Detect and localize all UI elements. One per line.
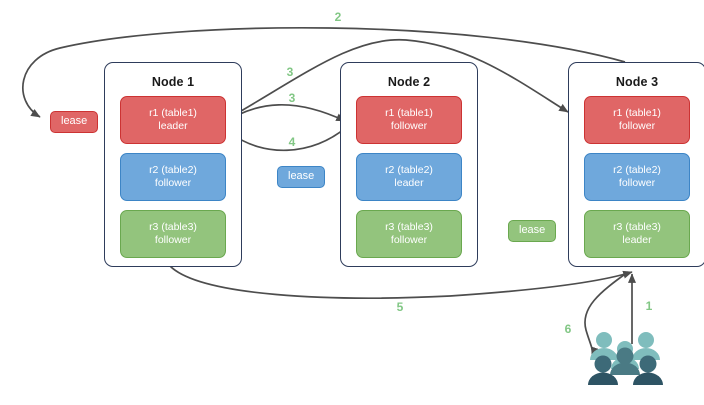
replica-role: leader: [622, 234, 652, 246]
replica-node-3-r2[interactable]: r2 (table2) follower: [584, 153, 690, 201]
replica-node-1-r1[interactable]: r1 (table1) leader: [120, 96, 226, 144]
replica-list-node-1: r1 (table1) leader r2 (table2) follower …: [120, 96, 226, 267]
edge-2-path: [22, 26, 626, 118]
replica-name: r1 (table1): [613, 107, 661, 119]
replica-node-2-r1[interactable]: r1 (table1) follower: [356, 96, 462, 144]
replica-list-node-2: r1 (table1) follower r2 (table2) leader …: [356, 96, 462, 267]
replica-name: r1 (table1): [149, 107, 197, 119]
replica-node-2-r3[interactable]: r3 (table3) follower: [356, 210, 462, 258]
node-title-node-1: Node 1: [151, 75, 195, 89]
edge-label-6: 6: [565, 322, 572, 336]
replica-name: r3 (table3): [149, 221, 197, 233]
edge-label-3b: 3: [289, 91, 296, 105]
edge-label-1: 1: [646, 299, 653, 313]
node-container-node-2[interactable]: Node 2 r1 (table1) follower r2 (table2) …: [340, 62, 478, 267]
replica-role: follower: [390, 120, 428, 132]
replica-name: r3 (table3): [385, 221, 433, 233]
replica-node-1-r3[interactable]: r3 (table3) follower: [120, 210, 226, 258]
replica-role: follower: [154, 234, 192, 246]
edge-label-4: 4: [289, 135, 296, 149]
edge-label-3a: 3: [287, 65, 294, 79]
edge-label-2: 2: [335, 10, 342, 24]
edge-6-path: [584, 271, 629, 357]
node-title-node-3: Node 3: [615, 75, 659, 89]
lease-badge-table3[interactable]: lease: [508, 220, 557, 242]
replica-role: follower: [390, 234, 428, 246]
replica-name: r2 (table2): [385, 164, 433, 176]
replica-list-node-3: r1 (table1) follower r2 (table2) followe…: [584, 96, 690, 267]
edge-3a-path: [221, 38, 569, 123]
lease-badge-table1[interactable]: lease: [50, 111, 99, 133]
replica-role: follower: [618, 120, 656, 132]
replica-name: r2 (table2): [149, 164, 197, 176]
replica-name: r1 (table1): [385, 107, 433, 119]
replica-node-2-r2[interactable]: r2 (table2) leader: [356, 153, 462, 201]
replica-role: leader: [394, 177, 424, 189]
lease-badge-table2[interactable]: lease: [277, 166, 326, 188]
replica-name: r2 (table2): [613, 164, 661, 176]
node-container-node-1[interactable]: Node 1 r1 (table1) leader r2 (table2) fo…: [104, 62, 242, 267]
node-container-node-3[interactable]: Node 3 r1 (table1) follower r2 (table2) …: [568, 62, 704, 267]
edge-label-5: 5: [397, 300, 404, 314]
replica-role: follower: [154, 177, 192, 189]
replica-node-3-r3[interactable]: r3 (table3) leader: [584, 210, 690, 258]
node-title-node-2: Node 2: [387, 75, 431, 89]
replica-role: follower: [618, 177, 656, 189]
replica-node-3-r1[interactable]: r1 (table1) follower: [584, 96, 690, 144]
edge-5-path: [169, 265, 633, 299]
replica-node-1-r2[interactable]: r2 (table2) follower: [120, 153, 226, 201]
replica-name: r3 (table3): [613, 221, 661, 233]
users-icon: [588, 332, 663, 385]
edge-4-path: [231, 125, 349, 152]
replica-role: leader: [158, 120, 188, 132]
